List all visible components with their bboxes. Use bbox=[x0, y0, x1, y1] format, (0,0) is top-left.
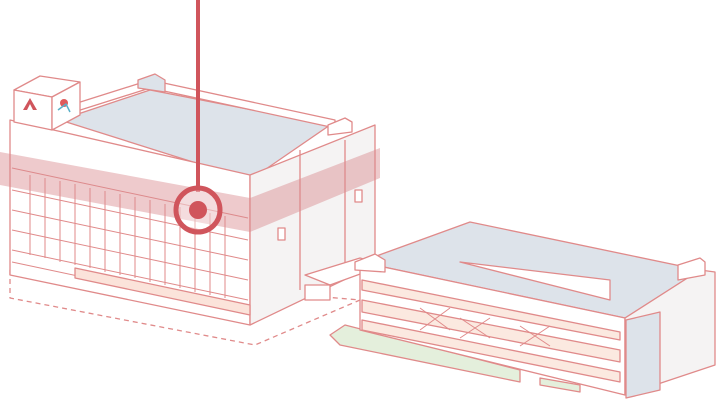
location-target-icon[interactable] bbox=[173, 0, 223, 235]
parking-building[interactable] bbox=[329, 221, 716, 399]
rooftop-sign bbox=[13, 75, 81, 131]
logo-mark-icon bbox=[23, 98, 37, 110]
